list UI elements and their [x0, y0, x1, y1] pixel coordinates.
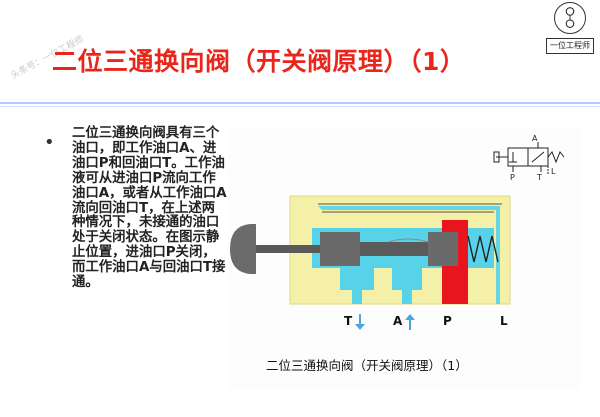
brand-logo: 一位工程师	[546, 2, 594, 58]
return-spring	[467, 235, 499, 263]
valve-diagram: A P T L	[230, 134, 565, 330]
description-paragraph: 二位三通换向阀具有三个油口，即工作油口A、进油口P和回油口T。工作油液可从进油口…	[72, 126, 227, 291]
symbol-label-a: A	[532, 134, 538, 143]
bullet-marker: •	[44, 132, 55, 153]
arrow-down-t-icon	[355, 314, 365, 330]
port-t-channel	[340, 268, 374, 290]
valve-symbol-icon	[493, 142, 565, 174]
push-button	[230, 224, 256, 274]
port-label-a: A	[393, 314, 403, 328]
symbol-label-l: L	[551, 167, 556, 176]
symbol-label-t: T	[536, 173, 542, 182]
port-label-l: L	[500, 314, 508, 328]
title-divider-secondary	[0, 106, 600, 107]
symbol-label-p: P	[510, 173, 515, 182]
page-title: 二位三通换向阀（开关阀原理）（1）	[52, 47, 466, 76]
valve-stem	[236, 245, 326, 253]
diagram-caption: 二位三通换向阀（开关阀原理）（1）	[266, 358, 468, 373]
port-label-t: T	[344, 314, 353, 328]
port-a-channel	[392, 268, 422, 290]
title-divider	[0, 102, 600, 104]
logo-emblem-icon	[554, 2, 586, 34]
port-label-p: P	[443, 314, 452, 328]
logo-text: 一位工程师	[546, 38, 594, 54]
arrow-up-a-icon	[405, 314, 415, 330]
spool-land-left	[320, 232, 360, 266]
spool-neck	[360, 242, 440, 256]
spool-land-right	[428, 232, 458, 266]
valve-diagram-panel: A P T L	[228, 128, 581, 390]
